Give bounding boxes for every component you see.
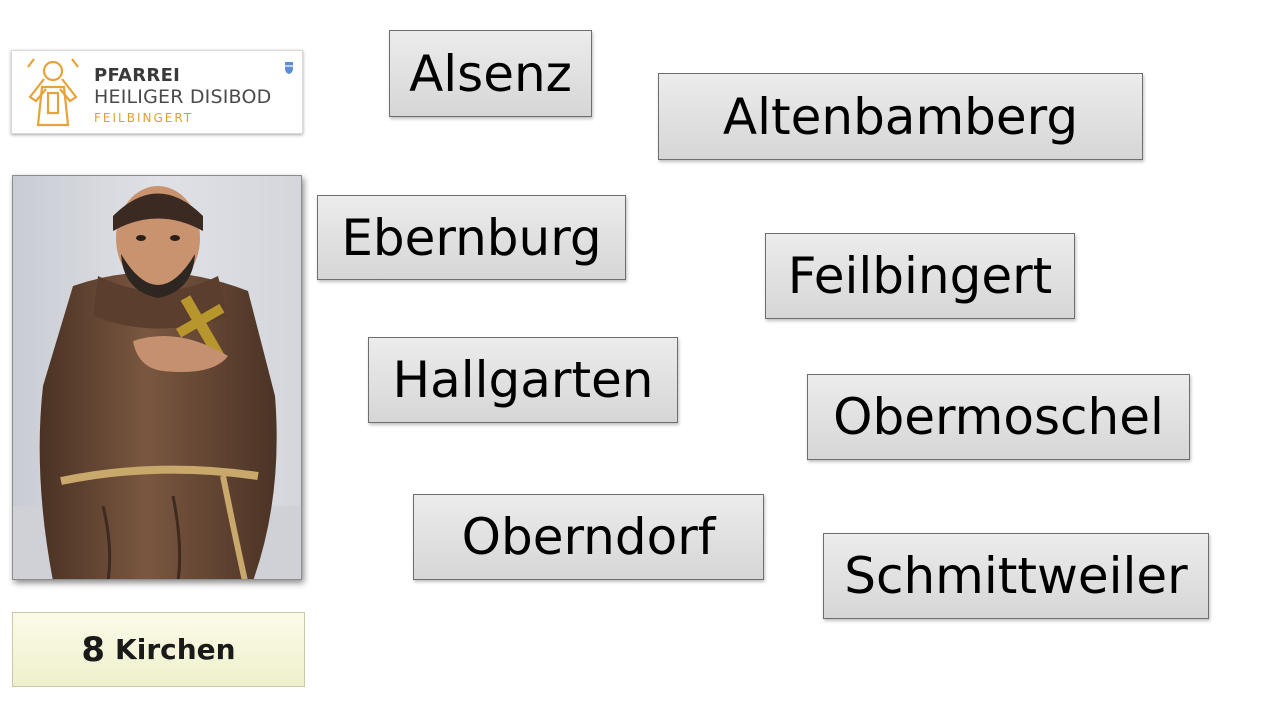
- church-count-label: 8 Kirchen: [12, 612, 305, 687]
- logo-title: PFARREI: [94, 65, 181, 86]
- church-box-schmittweiler: Schmittweiler: [823, 533, 1209, 619]
- church-box-oberndorf: Oberndorf: [413, 494, 764, 580]
- church-box-alsenz: Alsenz: [389, 30, 592, 117]
- monk-statue-image: [13, 176, 301, 579]
- church-box-feilbingert: Feilbingert: [765, 233, 1075, 319]
- shield-icon: [285, 62, 293, 74]
- saint-emblem-icon: [27, 58, 79, 127]
- monk-statue-photo: [12, 175, 302, 580]
- logo-place: FEILBINGERT: [94, 111, 194, 125]
- church-count-word: Kirchen: [115, 633, 236, 666]
- parish-logo: PFARREI HEILIGER DISIBOD FEILBINGERT: [11, 50, 303, 134]
- church-box-hallgarten: Hallgarten: [368, 337, 678, 423]
- church-box-altenbamberg: Altenbamberg: [658, 73, 1143, 160]
- church-box-obermoschel: Obermoschel: [807, 374, 1190, 460]
- church-box-ebernburg: Ebernburg: [317, 195, 626, 280]
- logo-subtitle: HEILIGER DISIBOD: [94, 86, 272, 108]
- church-count-number: 8: [81, 629, 106, 670]
